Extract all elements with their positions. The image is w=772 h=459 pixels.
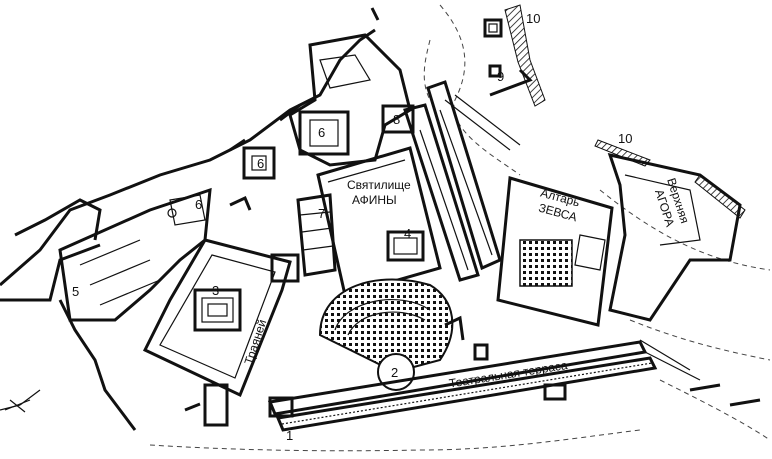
- label-number-2: 2: [391, 365, 398, 380]
- label-number-5: 5: [72, 284, 79, 299]
- label-number-9: 9: [497, 69, 504, 84]
- long-stoa: [403, 80, 521, 282]
- label-number-7: 7: [318, 206, 325, 221]
- athena-sanctuary-label-line-1: Святилище: [347, 178, 411, 192]
- label-number-4: 4: [404, 226, 411, 241]
- northeast-structures: [483, 4, 546, 107]
- ancient-road-paths: [149, 4, 771, 452]
- northern-palaces: [229, 33, 415, 180]
- theatre: [318, 278, 454, 391]
- upper-agora: [594, 139, 746, 322]
- label-number-3: 3: [212, 283, 219, 298]
- label-number-6-west: 6: [195, 197, 202, 212]
- ruin-fragments: [4, 195, 761, 412]
- label-number-10-east: 10: [618, 131, 632, 146]
- label-number-6-middle: 6: [257, 156, 264, 171]
- altar-of-zeus: [496, 176, 614, 327]
- western-buildings: [58, 187, 212, 322]
- theatre-terrace: [267, 339, 701, 432]
- label-number-10-north: 10: [526, 11, 540, 26]
- athena-sanctuary-label-line-2: АФИНЫ: [352, 193, 397, 207]
- label-number-1: 1: [286, 428, 293, 443]
- trajaneum: [142, 238, 300, 427]
- label-number-8: 8: [393, 112, 400, 127]
- athena-sanctuary: [296, 146, 442, 297]
- altar-platform: [519, 239, 573, 287]
- site-numbers: 1 2 3 4 5 6 6 6 7 8 9 10 10: [72, 11, 632, 443]
- trajaneum-label: Траяней: [242, 318, 270, 367]
- label-number-6-north: 6: [318, 125, 325, 140]
